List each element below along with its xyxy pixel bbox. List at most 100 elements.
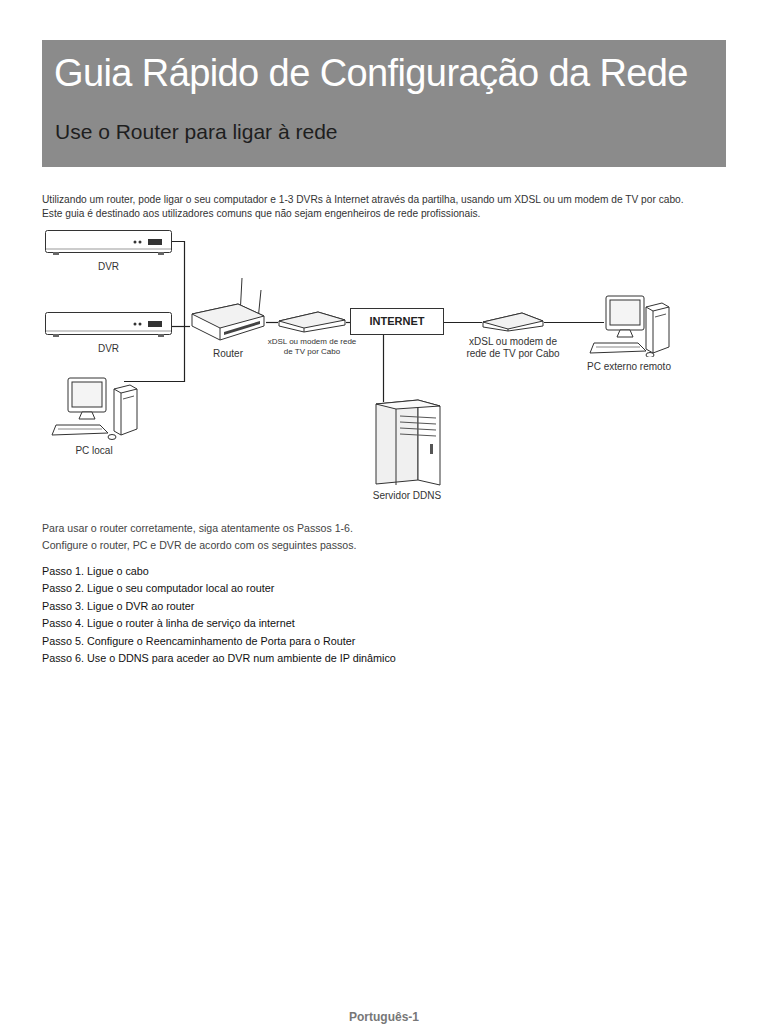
instruction-block: Para usar o router corretamente, siga at… xyxy=(42,520,732,554)
drive-bay xyxy=(400,422,436,424)
step-item: Passo 2. Ligue o seu computador local ao… xyxy=(42,580,732,597)
pc-illustration xyxy=(50,377,138,441)
modem-device: xDSL ou modem de rede de TV por Cabo xyxy=(482,312,544,332)
drive-bay xyxy=(400,416,436,418)
screen xyxy=(72,382,102,407)
intro-text: Este guia é destinado aos utilizadores c… xyxy=(42,207,732,221)
tower-edge xyxy=(653,311,654,353)
tower-edge xyxy=(121,393,122,435)
step-item: Passo 5. Configure o Reencaminhamento de… xyxy=(42,633,732,650)
subtitle: Use o Router para ligar à rede xyxy=(55,119,715,145)
modem-edge xyxy=(304,328,305,332)
drive-bay xyxy=(400,428,436,430)
page-number: Português-1 xyxy=(0,1010,768,1024)
modem-top xyxy=(483,313,543,329)
instruction-text: Para usar o router corretamente, siga at… xyxy=(42,520,732,537)
modem-body xyxy=(279,312,345,332)
dvr-led xyxy=(134,241,137,244)
modem-device: xDSL ou modem de rede de TV por Cabo xyxy=(278,311,346,333)
router-body xyxy=(192,304,264,340)
keyboard xyxy=(590,343,646,353)
box-label: INTERNET xyxy=(370,315,425,328)
modem-illustration xyxy=(482,312,544,332)
server-top xyxy=(376,400,440,409)
dvr-panel xyxy=(148,239,162,245)
tower-edge xyxy=(114,389,121,393)
drive-slot xyxy=(123,396,134,399)
keyboard-keys xyxy=(58,429,102,430)
device-label: PC externo remoto xyxy=(574,361,684,373)
router-front xyxy=(224,321,260,335)
pc-illustration xyxy=(588,295,670,357)
monitor-stand xyxy=(79,412,95,419)
network-cable xyxy=(172,242,190,327)
screen xyxy=(610,300,640,325)
step-list: Passo 1. Ligue o caboPasso 2. Ligue o se… xyxy=(42,563,732,667)
step-item: Passo 4. Ligue o router à linha de servi… xyxy=(42,615,732,632)
monitor xyxy=(68,378,106,412)
drive-slot xyxy=(655,314,666,317)
tower-edge xyxy=(653,307,669,311)
intro-block: Utilizando um router, pode ligar o seu c… xyxy=(42,193,732,221)
step-item: Passo 3. Ligue o DVR ao router xyxy=(42,598,732,615)
modem-top xyxy=(279,312,345,328)
dvr-body xyxy=(46,231,172,253)
dvr-foot xyxy=(53,252,59,255)
tower xyxy=(646,303,669,353)
step-item: Passo 1. Ligue o cabo xyxy=(42,563,732,580)
network-cable xyxy=(383,335,384,402)
device-label: DVR xyxy=(69,343,149,355)
modem-edge xyxy=(508,329,509,331)
dvr-foot xyxy=(53,334,59,337)
pc-device: PC local xyxy=(50,377,138,441)
device-label: PC local xyxy=(54,445,134,457)
dvr-edge xyxy=(46,249,171,250)
device-label: DVR xyxy=(69,261,149,273)
server-edge xyxy=(396,409,397,485)
power-button xyxy=(430,444,433,454)
dvr-led xyxy=(134,323,137,326)
network-cable xyxy=(444,322,482,323)
instruction-text: Configure o router, PC e DVR de acordo c… xyxy=(42,537,732,554)
step-item: Passo 6. Use o DDNS para aceder ao DVR n… xyxy=(42,650,732,667)
mouse xyxy=(108,435,116,440)
tower xyxy=(114,385,137,435)
router-illustration xyxy=(190,276,266,344)
tower-edge xyxy=(646,307,653,311)
device-label: Servidor DDNS xyxy=(357,490,457,502)
modem-illustration xyxy=(278,311,346,333)
dvr-led xyxy=(139,241,142,244)
modem-body xyxy=(483,313,543,331)
device-label: xDSL ou modem de rede de TV por Cabo xyxy=(465,336,561,360)
network-box: INTERNET xyxy=(350,308,444,335)
dvr-device: DVR xyxy=(45,230,172,257)
monitor xyxy=(606,296,644,330)
page-title: Guia Rápido de Configuração da Rede xyxy=(54,50,724,96)
device-label: xDSL ou modem de rede de TV por Cabo xyxy=(266,337,358,357)
dvr-illustration xyxy=(45,312,172,339)
dvr-panel xyxy=(148,321,162,327)
device-label: Router xyxy=(193,348,263,360)
dvr-edge xyxy=(46,331,171,332)
keyboard xyxy=(52,425,108,435)
dvr-led xyxy=(139,323,142,326)
monitor-stand xyxy=(617,330,633,337)
intro-text: Utilizando um router, pode ligar o seu c… xyxy=(42,193,732,207)
server-illustration xyxy=(372,396,442,486)
server-side xyxy=(376,400,418,484)
dvr-illustration xyxy=(45,230,172,257)
dvr-body xyxy=(46,313,172,335)
dvr-device: DVR xyxy=(45,312,172,339)
keyboard-keys xyxy=(596,347,640,348)
router-device: Router xyxy=(190,276,266,344)
drive-bay xyxy=(400,434,436,436)
pc-device: PC externo remoto xyxy=(588,295,670,357)
server-device: Servidor DDNS xyxy=(372,396,442,486)
dvr-foot xyxy=(158,334,164,337)
router-edge xyxy=(220,328,221,340)
server-front xyxy=(418,400,440,485)
network-cable xyxy=(544,322,604,323)
tower-edge xyxy=(121,389,137,393)
